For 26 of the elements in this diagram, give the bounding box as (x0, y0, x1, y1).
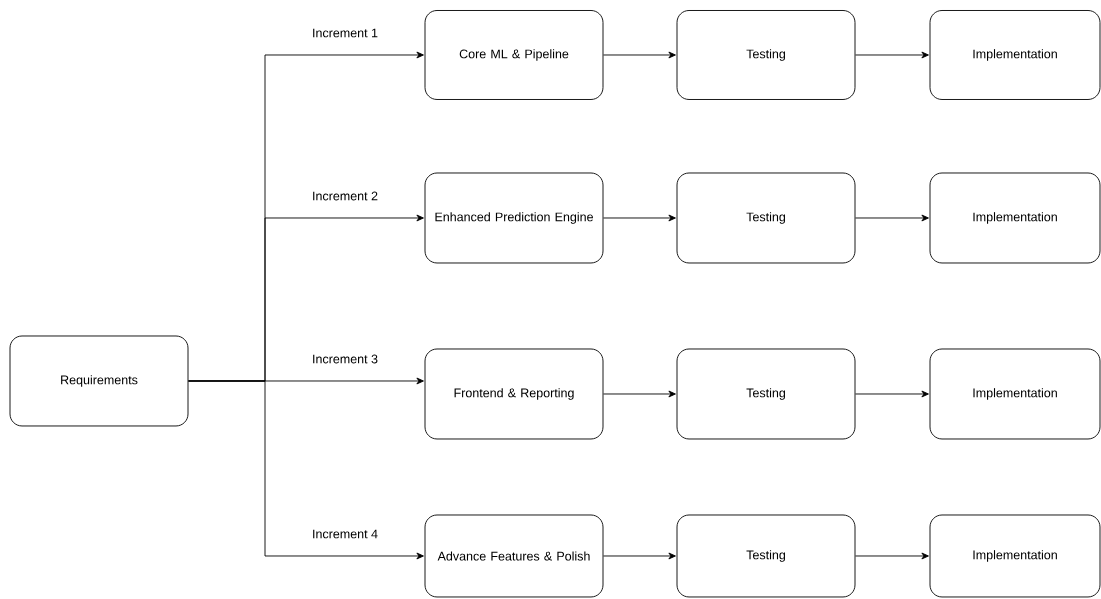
process-box: Implementation (929, 10, 1101, 100)
process-box: Testing (676, 172, 856, 264)
process-box: Testing (676, 10, 856, 100)
arrow (855, 390, 929, 398)
process-box: Enhanced Prediction Engine (424, 172, 604, 264)
arrow (603, 552, 676, 560)
process-box: Implementation (929, 514, 1101, 598)
arrow (603, 51, 676, 59)
edge-label: Increment 1 (311, 27, 379, 39)
arrow (855, 51, 929, 59)
process-box: Advance Features & Polish (424, 514, 604, 598)
arrow (855, 214, 929, 222)
arrow (188, 380, 424, 560)
process-box: Frontend & Reporting (424, 348, 604, 440)
process-box: Core ML & Pipeline (424, 10, 604, 100)
process-box: Implementation (929, 348, 1101, 440)
edge-label: Increment 3 (311, 353, 379, 365)
process-box: Implementation (929, 172, 1101, 264)
edge-label: Increment 4 (311, 528, 379, 540)
process-box: Testing (676, 348, 856, 440)
arrow (603, 214, 676, 222)
arrow (603, 390, 676, 398)
process-box: Testing (676, 514, 856, 598)
process-box: Requirements (9, 335, 189, 427)
edge-label: Increment 2 (311, 190, 379, 202)
arrow (855, 552, 929, 560)
